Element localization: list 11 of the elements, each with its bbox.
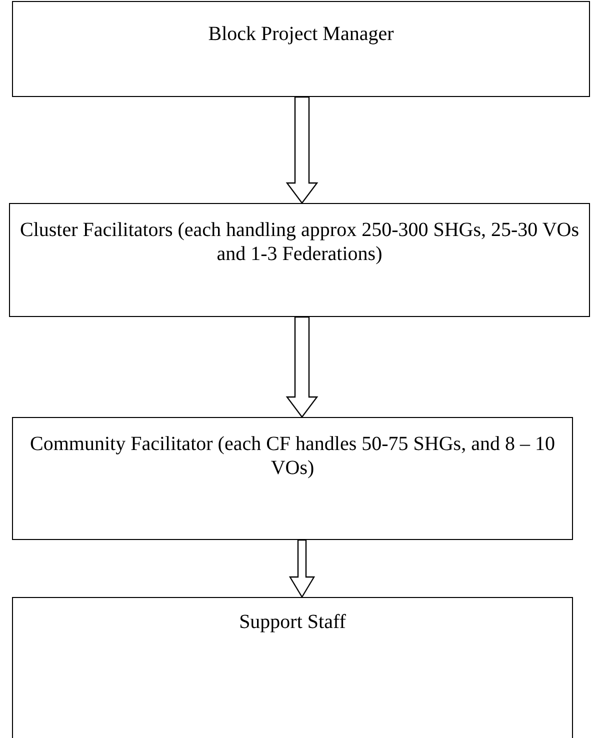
box-text: Block Project Manager: [207, 22, 395, 46]
hollow-arrow: [286, 316, 318, 418]
process-box: [12, 597, 573, 738]
process-box: [12, 417, 573, 540]
hollow-arrow: [288, 539, 316, 598]
box-text: Support Staff: [238, 610, 347, 634]
process-box: [9, 203, 590, 317]
box-text: Community Facilitator (each CF handles 50-75 SHGs, and 8 – 10 VOs): [29, 432, 556, 480]
process-box: [12, 1, 590, 97]
box-text: Cluster Facilitators (each handling approx 250-300 SHGs, 25-30 VOs and 1-3 Federations): [19, 218, 580, 266]
hollow-arrow: [286, 96, 318, 204]
